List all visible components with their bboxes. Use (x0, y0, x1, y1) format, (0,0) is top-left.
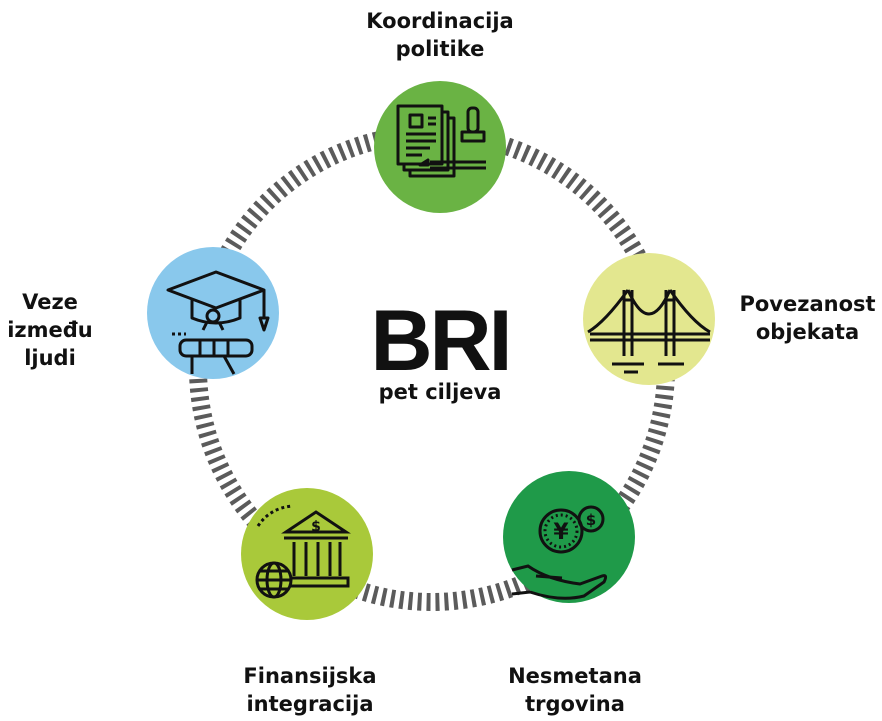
goal-label-line: između (7, 318, 93, 342)
goal-label-facilities: Povezanost objekata (730, 290, 882, 346)
dollar-symbol-trade: $ (586, 511, 596, 529)
goal-label-trade: Nesmetana trgovina (470, 662, 680, 718)
goal-circle-trade: ¥ $ (503, 471, 635, 603)
hand-coins-icon (511, 505, 608, 600)
goal-label-line: ljudi (24, 346, 76, 370)
goal-label-line: Veze (22, 290, 78, 314)
goal-circle-facilities (583, 253, 715, 385)
bridge-icon (587, 289, 711, 374)
dollar-symbol-bank: $ (311, 519, 321, 535)
goal-label-line: Povezanost (739, 292, 876, 316)
goal-circle-finance: $ (241, 488, 373, 620)
goal-label-finance: Finansijska integracija (205, 662, 415, 718)
goal-label-line: objekata (755, 320, 860, 344)
goal-label-policy: Koordinacija politike (340, 7, 540, 63)
center-title: BRI (370, 293, 512, 389)
yen-symbol: ¥ (553, 520, 569, 545)
goal-circle-policy (374, 81, 506, 213)
goal-label-line: integracija (246, 692, 374, 716)
bank-globe-icon (255, 504, 351, 599)
goal-label-line: Koordinacija (366, 9, 514, 33)
goal-label-line: Nesmetana (508, 664, 642, 688)
goal-circle-people (147, 247, 279, 379)
goal-label-people: Veze između ljudi (0, 288, 100, 372)
goal-label-line: Finansijska (243, 664, 377, 688)
policy-document-icon (396, 104, 486, 178)
graduation-icon (166, 270, 270, 375)
goal-label-line: politike (395, 37, 485, 61)
goal-label-line: trgovina (525, 692, 625, 716)
center-subtitle: pet ciljeva (378, 380, 502, 404)
